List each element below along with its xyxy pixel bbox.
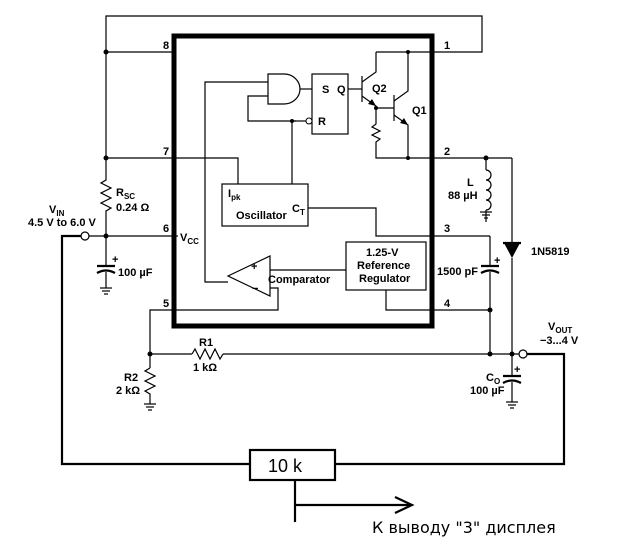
diode-label: 1N5819 bbox=[531, 246, 570, 258]
pin-2-label: 2 bbox=[444, 146, 450, 158]
ipk-label: Ipk bbox=[228, 188, 241, 202]
ct-cap-plus: + bbox=[494, 255, 500, 267]
wire-pot-left bbox=[60, 234, 250, 466]
diode-1n5819 bbox=[504, 243, 520, 258]
cin-plate-bottom bbox=[96, 269, 116, 274]
pin-4-label: 4 bbox=[444, 298, 451, 310]
ct-cap-value: 1500 pF bbox=[437, 266, 478, 278]
co-value: 100 µF bbox=[470, 385, 505, 397]
wire-top-loop bbox=[105, 15, 483, 158]
q1-label: Q1 bbox=[412, 105, 427, 117]
ref-line2: Reference bbox=[357, 260, 410, 272]
q1-collector bbox=[393, 52, 409, 102]
wire-pin5 bbox=[149, 309, 174, 354]
comparator-label: Comparator bbox=[268, 274, 331, 286]
r1-label: R1 bbox=[199, 337, 213, 349]
q2-collector bbox=[361, 52, 377, 83]
inductor-value: 88 µH bbox=[448, 190, 478, 202]
ct-cap-plate-bottom bbox=[480, 269, 500, 274]
r2-value: 2 kΩ bbox=[116, 385, 140, 397]
inductor-label: L bbox=[467, 177, 474, 189]
oscillator-label: Oscillator bbox=[236, 210, 287, 222]
wire-pot-right bbox=[335, 352, 566, 466]
wire-and-feedback bbox=[247, 95, 296, 122]
junction-dot bbox=[103, 155, 109, 161]
vout-terminal bbox=[518, 349, 528, 359]
rsc-resistor bbox=[99, 158, 113, 236]
arrow-icon bbox=[394, 496, 415, 514]
pot-label: 10 k bbox=[268, 456, 303, 476]
vout-label: VOUT bbox=[548, 321, 572, 335]
sr-flipflop bbox=[311, 73, 349, 135]
r2-label: R2 bbox=[124, 372, 138, 384]
flipflop-r: R bbox=[318, 116, 326, 128]
junction-dot bbox=[103, 233, 109, 239]
inductor-coil bbox=[485, 169, 492, 211]
ground-icon-co bbox=[506, 401, 518, 409]
r2-resistor bbox=[143, 367, 157, 404]
comparator-plus: + bbox=[251, 261, 257, 273]
r-inversion-bubble bbox=[305, 117, 313, 125]
co-label: CO bbox=[486, 372, 500, 386]
flipflop-q: Q bbox=[337, 84, 346, 96]
q2-emitter-resistor bbox=[370, 110, 406, 159]
ref-line1: 1.25-V bbox=[366, 247, 399, 259]
q2-arrow bbox=[368, 99, 376, 106]
wire-comp-to-and bbox=[204, 81, 268, 283]
wire-ref-to-pin4 bbox=[385, 290, 432, 311]
rsc-value: 0.24 Ω bbox=[116, 202, 149, 214]
display-pin-caption: К выводу "3" дисплея bbox=[372, 518, 556, 537]
ct-label: CT bbox=[292, 203, 305, 217]
pin-6-label: 6 bbox=[163, 223, 169, 235]
q2-label: Q2 bbox=[372, 83, 387, 95]
ground-icon-inductor bbox=[480, 211, 492, 219]
oscillator-block bbox=[221, 183, 309, 227]
co-plate-bottom bbox=[502, 379, 522, 384]
junction-dot bbox=[406, 50, 410, 54]
ic-package-outline bbox=[171, 33, 435, 329]
co-plus: + bbox=[514, 364, 520, 376]
vin-label: VIN bbox=[49, 204, 65, 218]
pin-7-label: 7 bbox=[163, 146, 169, 158]
wire-ct-to-pin3 bbox=[308, 207, 432, 237]
pin-3-label: 3 bbox=[444, 223, 450, 235]
cin-value: 100 µF bbox=[118, 267, 153, 279]
r1-value: 1 kΩ bbox=[193, 362, 217, 374]
vout-range-label: −3...4 V bbox=[540, 335, 579, 347]
pin-8-label: 8 bbox=[163, 40, 169, 52]
pot-10k bbox=[248, 448, 337, 482]
junction-dot bbox=[103, 49, 109, 55]
rsc-label: RSC bbox=[116, 187, 135, 201]
and-gate bbox=[267, 73, 301, 105]
ground-icon-r2 bbox=[144, 403, 156, 411]
cin-plus: + bbox=[112, 254, 118, 266]
r1-resistor bbox=[191, 347, 224, 361]
ref-line3: Regulator bbox=[359, 273, 411, 285]
comparator-triangle bbox=[226, 255, 271, 297]
pin-1-label: 1 bbox=[444, 40, 450, 52]
junction-dot bbox=[487, 351, 493, 357]
q1-arrow bbox=[400, 118, 408, 125]
wire-pin7-to-osc bbox=[174, 157, 239, 184]
wire-comp-to-pin5 bbox=[174, 287, 279, 311]
pin-5-label: 5 bbox=[163, 298, 169, 310]
junction-dot bbox=[487, 307, 493, 313]
ground-icon-cin bbox=[100, 287, 112, 295]
vin-range-label: 4.5 V to 6.0 V bbox=[28, 217, 97, 229]
vcc-label: VCC bbox=[180, 232, 199, 246]
comparator-minus: − bbox=[252, 283, 258, 295]
flipflop-s: S bbox=[322, 84, 329, 96]
vin-terminal bbox=[80, 231, 90, 241]
